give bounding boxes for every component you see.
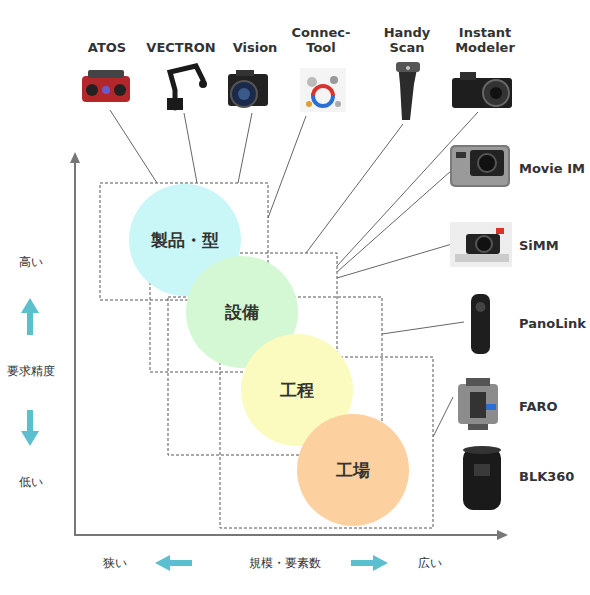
- axis-label: 低い: [19, 475, 43, 490]
- leader-line: [433, 397, 453, 437]
- leader-line: [337, 170, 452, 272]
- product-name: ATOS: [88, 40, 126, 55]
- product-name: Vision: [233, 40, 278, 55]
- y-axis: [74, 162, 76, 536]
- product-name: FARO: [519, 399, 558, 414]
- product-name: Movie IM: [519, 161, 585, 176]
- leader-line: [238, 113, 252, 183]
- axis-title: 規模・要素数: [249, 556, 321, 571]
- product-name: Instant Modeler: [447, 25, 523, 55]
- area-label: 製品・型: [151, 229, 219, 252]
- leader-line: [382, 322, 464, 334]
- area-label: 工程: [280, 379, 314, 402]
- product-name: SiMM: [519, 238, 559, 253]
- blk360-image: [463, 446, 501, 510]
- product-name: VECTRON: [146, 40, 215, 55]
- faro-image: [458, 378, 498, 430]
- instantmodeler-image: [452, 72, 512, 108]
- left-arrow: [155, 555, 192, 571]
- axis-label: 狭い: [103, 556, 127, 571]
- area-circle: 工場: [297, 414, 409, 526]
- vision-image: [228, 70, 268, 107]
- up-arrow: [21, 298, 39, 335]
- product-name: BLK360: [519, 469, 574, 484]
- leader-line: [184, 113, 197, 183]
- leader-line: [268, 116, 306, 218]
- right-arrow: [351, 555, 388, 571]
- axis-title: 要求精度: [7, 364, 55, 379]
- leader-line: [306, 124, 403, 253]
- vectron-image: [167, 66, 207, 110]
- down-arrow: [21, 410, 39, 446]
- area-label: 工場: [336, 459, 370, 482]
- axis-label: 高い: [19, 255, 43, 270]
- panolink-image: [471, 294, 490, 354]
- x-axis: [74, 534, 498, 536]
- leader-line: [337, 244, 452, 278]
- movieim-image: [450, 145, 510, 187]
- product-name: Connec- Tool: [290, 25, 352, 55]
- atos-image: [82, 70, 130, 102]
- simm-image: [450, 222, 512, 267]
- product-name: Handy Scan: [381, 25, 433, 55]
- leader-line: [110, 110, 157, 183]
- handyscan-image: [396, 62, 420, 120]
- area-label: 設備: [225, 301, 259, 324]
- axis-arrowhead: [497, 530, 508, 540]
- product-name: PanoLink: [519, 316, 586, 331]
- axis-arrowhead: [70, 152, 80, 163]
- connectool-image: [300, 68, 346, 112]
- axis-label: 広い: [418, 556, 442, 571]
